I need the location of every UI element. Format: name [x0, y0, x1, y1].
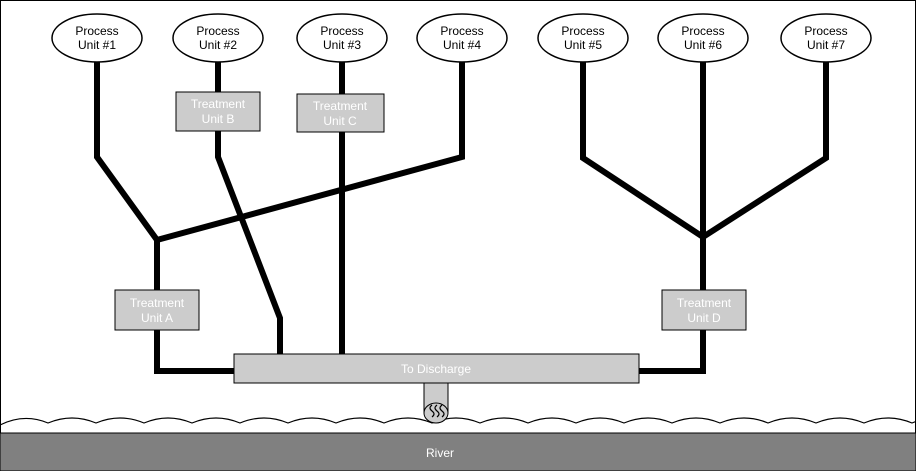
- process-unit-3-line2: Unit #3: [323, 38, 361, 52]
- pipe-unit-7: [698, 59, 829, 242]
- process-unit-7-line2: Unit #7: [807, 38, 845, 52]
- process-unit-4-line1: Process: [440, 24, 483, 38]
- treatment-unit-a: Treatment Unit A: [114, 289, 200, 331]
- process-unit-7: Process Unit #7: [780, 13, 872, 63]
- process-unit-6: Process Unit #6: [657, 13, 749, 63]
- pipe-treatment-a-discharge: [154, 327, 237, 374]
- pipe-unit-2-bottom: [215, 128, 283, 357]
- process-unit-6-line1: Process: [681, 24, 724, 38]
- treatment-unit-a-line2: Unit A: [141, 311, 173, 325]
- pipe-treatment-d-discharge: [636, 327, 706, 374]
- treatment-unit-d: Treatment Unit D: [661, 289, 747, 331]
- water-surface: [0, 417, 916, 426]
- wave-line: [0, 417, 916, 426]
- river-label: River: [426, 446, 454, 460]
- treatment-units: Treatment Unit A Treatment Unit B Treatm…: [114, 91, 747, 331]
- treatment-unit-c: Treatment Unit C: [296, 93, 385, 133]
- river: River: [0, 432, 916, 471]
- treatment-unit-c-line2: Unit C: [323, 114, 357, 128]
- process-unit-5: Process Unit #5: [537, 13, 629, 63]
- treatment-unit-b-line2: Unit B: [202, 112, 235, 126]
- process-unit-1-line2: Unit #1: [78, 38, 116, 52]
- pipe-unit-4: [153, 59, 465, 244]
- treatment-unit-b-line1: Treatment: [191, 97, 246, 111]
- process-unit-5-line1: Process: [561, 24, 604, 38]
- discharge-label: To Discharge: [401, 362, 471, 376]
- discharge-pipe: To Discharge: [233, 353, 640, 384]
- process-unit-4-line2: Unit #4: [443, 38, 481, 52]
- pipe-unit-1: [94, 59, 160, 293]
- pipes: [94, 59, 829, 374]
- process-unit-2-line1: Process: [196, 24, 239, 38]
- process-unit-1: Process Unit #1: [51, 13, 143, 63]
- treatment-unit-b: Treatment Unit B: [175, 91, 261, 132]
- process-unit-2-line2: Unit #2: [199, 38, 237, 52]
- treatment-unit-d-line1: Treatment: [677, 296, 732, 310]
- process-unit-4: Process Unit #4: [416, 13, 508, 63]
- process-unit-3-line1: Process: [320, 24, 363, 38]
- process-unit-1-line1: Process: [75, 24, 118, 38]
- treatment-unit-d-line2: Unit D: [687, 311, 721, 325]
- treatment-unit-c-line1: Treatment: [313, 99, 368, 113]
- outfall-icon: [423, 382, 449, 424]
- process-unit-5-line2: Unit #5: [564, 38, 602, 52]
- process-units: Process Unit #1 Process Unit #2 Process …: [51, 13, 872, 63]
- process-unit-6-line2: Unit #6: [684, 38, 722, 52]
- process-unit-7-line1: Process: [804, 24, 847, 38]
- process-unit-3: Process Unit #3: [296, 13, 388, 63]
- treatment-unit-a-line1: Treatment: [130, 296, 185, 310]
- process-unit-2: Process Unit #2: [172, 13, 264, 63]
- pipe-unit-5: [580, 59, 708, 242]
